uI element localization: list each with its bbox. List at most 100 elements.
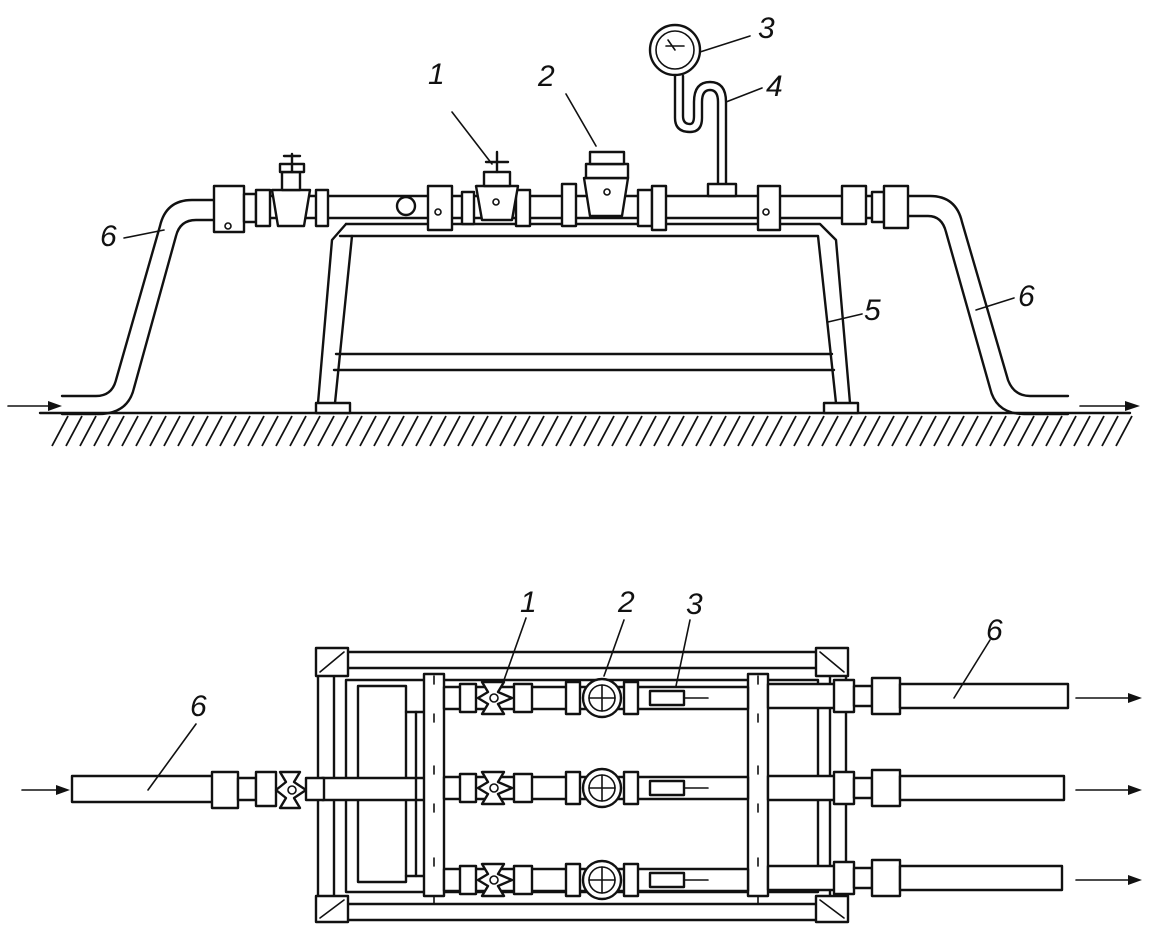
ground-hatch — [625, 415, 643, 447]
ground-hatch — [989, 415, 1007, 447]
pressure-gauge — [648, 23, 702, 77]
ground-hatch — [373, 415, 391, 447]
ground-hatch — [947, 415, 965, 447]
label-2: 2 — [537, 60, 597, 147]
label-1: 1 — [428, 58, 493, 165]
ground-hatch — [303, 415, 321, 447]
ground — [38, 411, 1133, 447]
ground-hatch — [597, 415, 615, 447]
ground-hatch — [723, 415, 741, 447]
ground-hatch — [261, 415, 279, 447]
shutoff-valve — [474, 150, 520, 222]
label-6-right-text: 6 — [1018, 280, 1035, 313]
ground-hatch — [1045, 415, 1063, 447]
ground-hatch — [247, 415, 265, 447]
ground-hatch — [121, 415, 139, 447]
ground-hatch — [835, 415, 853, 447]
hose-right — [903, 194, 1070, 398]
ground-hatch — [527, 415, 545, 447]
ground-hatch — [779, 415, 797, 447]
plan-label-6-left: 6 — [147, 690, 207, 791]
ground-hatch — [933, 415, 951, 447]
ground-hatch — [275, 415, 293, 447]
ground-hatch — [513, 415, 531, 447]
ground-hatch — [1017, 415, 1035, 447]
ground-hatch — [667, 415, 685, 447]
hose-left — [60, 198, 220, 398]
inlet-valve — [270, 152, 312, 228]
ground-hatch — [331, 415, 349, 447]
ground-hatch — [1115, 415, 1133, 447]
plan-label-3-text: 3 — [686, 588, 703, 621]
ground-hatch — [485, 415, 503, 447]
label-5: 5 — [827, 294, 881, 327]
ground-hatch — [219, 415, 237, 447]
label-3-text: 3 — [758, 12, 775, 45]
plan-label-2-text: 2 — [617, 586, 635, 619]
label-3: 3 — [699, 12, 775, 53]
ground-hatch — [639, 415, 657, 447]
ground-hatch — [737, 415, 755, 447]
label-4-text: 4 — [766, 70, 783, 103]
ground-hatch — [975, 415, 993, 447]
siphon-tube — [673, 74, 720, 188]
elevation-view: 1 2 3 4 5 6 6 — [7, 12, 1140, 447]
ground-hatch — [177, 415, 195, 447]
ground-hatch — [905, 415, 923, 447]
label-5-text: 5 — [864, 294, 881, 327]
ground-hatch — [821, 415, 839, 447]
ground-hatch — [1031, 415, 1049, 447]
plan-label-6-left-text: 6 — [190, 690, 207, 723]
ground-hatch — [401, 415, 419, 447]
ground-hatch — [443, 415, 461, 447]
inlet-arrow — [7, 401, 62, 411]
ground-hatch — [1059, 415, 1077, 447]
ground-hatch — [891, 415, 909, 447]
ground-hatch — [317, 415, 335, 447]
ground-hatch — [359, 415, 377, 447]
ground-hatch — [345, 415, 363, 447]
ground-hatch — [93, 415, 111, 447]
ground-hatch — [387, 415, 405, 447]
ground-hatch — [919, 415, 937, 447]
ground-hatch — [79, 415, 97, 447]
ground-hatch — [135, 415, 153, 447]
ground-hatch — [877, 415, 895, 447]
ground-hatch — [233, 415, 251, 447]
ground-hatch — [709, 415, 727, 447]
outlet-arrow — [1079, 401, 1140, 411]
ground-hatch — [205, 415, 223, 447]
ground-hatch — [1087, 415, 1105, 447]
label-4: 4 — [725, 70, 783, 103]
outlet-hose-1 — [898, 682, 1070, 710]
ground-hatch — [429, 415, 447, 447]
ground-hatch — [569, 415, 587, 447]
branch-2 — [433, 765, 759, 813]
ground-hatch — [191, 415, 209, 447]
ground-hatch — [1003, 415, 1021, 447]
label-6-left-text: 6 — [100, 220, 117, 253]
ground-hatch — [807, 415, 825, 447]
plan-view: 1 2 3 6 6 — [21, 586, 1142, 924]
ground-hatch — [51, 415, 69, 447]
label-1-text: 1 — [428, 58, 445, 91]
label-6-right: 6 — [975, 280, 1035, 313]
ground-hatch — [289, 415, 307, 447]
ground-hatch — [415, 415, 433, 447]
plan-label-3: 3 — [675, 588, 703, 687]
plan-label-6-right: 6 — [953, 614, 1003, 699]
branch-3 — [433, 857, 759, 905]
ground-hatch — [751, 415, 769, 447]
plan-label-1: 1 — [503, 586, 537, 681]
outlet-hose-2 — [898, 774, 1066, 802]
ground-hatch — [1101, 415, 1119, 447]
ground-hatch — [107, 415, 125, 447]
ground-hatch — [471, 415, 489, 447]
ground-hatch — [541, 415, 559, 447]
outlet-arrows — [1075, 693, 1142, 885]
ground-hatch — [863, 415, 881, 447]
inlet-manifold — [320, 684, 436, 884]
ground-hatch — [695, 415, 713, 447]
pipe-fittings — [212, 182, 910, 234]
